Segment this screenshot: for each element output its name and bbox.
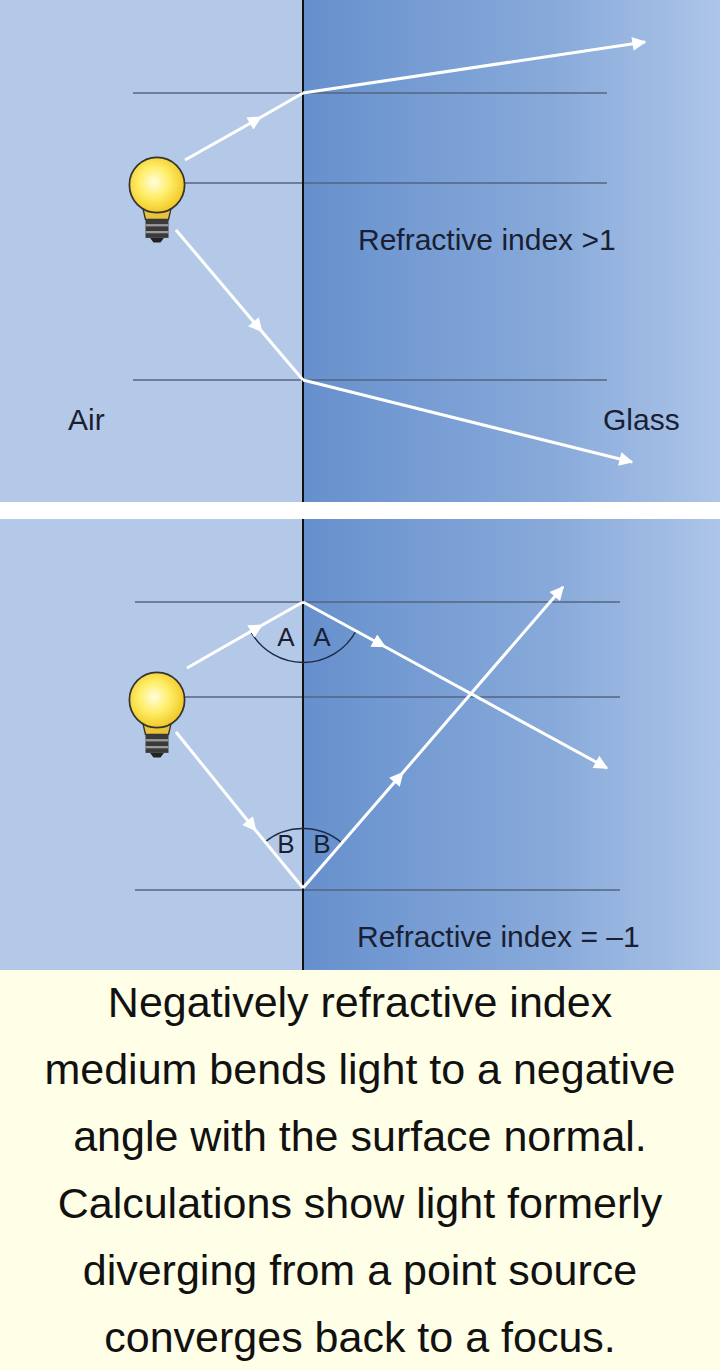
light-bulb (129, 672, 184, 757)
angle-label: A (313, 623, 330, 653)
caption-text: Negatively refractive index medium bends… (40, 969, 680, 1370)
caption-ground (0, 970, 720, 1370)
negative-medium-region (303, 519, 720, 970)
medium-index-label: Refractive index = –1 (357, 920, 640, 955)
angle-arc (251, 631, 356, 662)
guide-lines (133, 93, 620, 890)
interface-line (302, 0, 304, 502)
medium-name: Glass (603, 403, 680, 438)
panel-gap (0, 502, 720, 519)
medium-name: Air (68, 403, 105, 438)
angle-label: B (313, 830, 330, 860)
angle-label: A (277, 623, 294, 653)
glass-region (303, 0, 720, 502)
medium-index-label: Refractive index >1 (358, 223, 616, 258)
light-bulb (129, 157, 184, 242)
light-rays (176, 42, 645, 462)
angle-label: B (277, 830, 294, 860)
air-region (0, 519, 303, 970)
light-rays (176, 587, 607, 888)
interface-line (302, 519, 304, 970)
air-region (0, 0, 303, 502)
